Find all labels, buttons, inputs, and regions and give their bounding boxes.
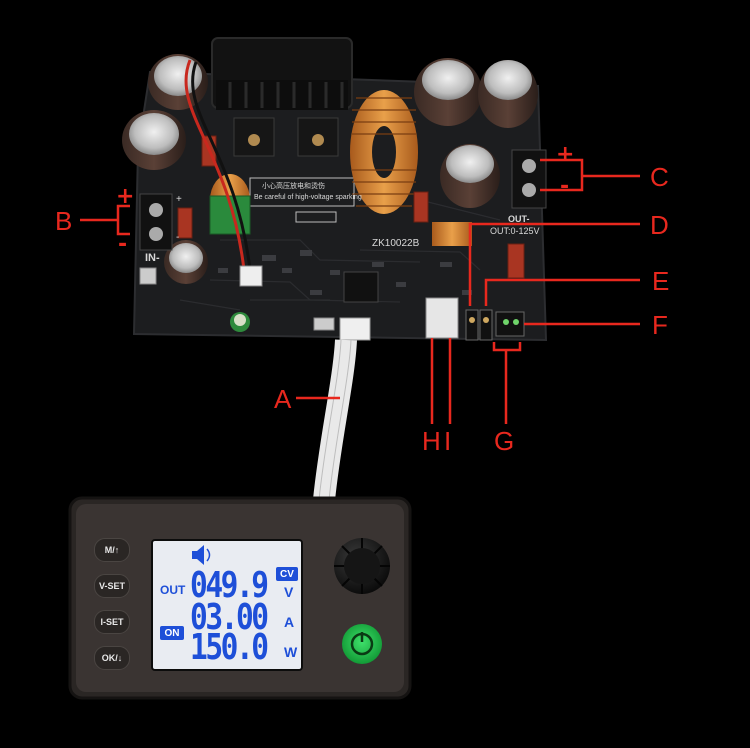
lcd-voltage-unit: V	[284, 584, 294, 600]
red-wire	[184, 59, 246, 271]
callout-C: C	[650, 162, 669, 192]
lcd-power-unit: W	[284, 644, 298, 660]
pcb-minus-marker: -	[176, 232, 180, 243]
capacitor-top-right-2	[478, 60, 538, 128]
warning-text-en: Be careful of high-voltage sparking	[254, 194, 362, 201]
lcd-power-readout: 150.0	[190, 627, 269, 668]
lcd-on-badge: ON	[160, 626, 184, 640]
mode-up-button[interactable]: M/↑	[94, 538, 130, 562]
callout-B: B	[55, 206, 73, 236]
lcd-voltage-readout: 049.9	[190, 565, 269, 606]
capacitor-green	[230, 312, 250, 332]
rotary-knob[interactable]	[334, 538, 390, 594]
callout-E: E	[652, 266, 670, 296]
callout-G: G	[494, 426, 515, 456]
lcd-cv-text: CV	[280, 568, 294, 580]
board-model: ZK10022B	[372, 238, 420, 249]
callout-H: H	[422, 426, 441, 456]
iset-button[interactable]: I-SET	[94, 610, 130, 634]
wire-connector	[239, 265, 263, 287]
lcd-cv-badge: CV	[276, 567, 298, 581]
warning-stripe	[295, 211, 337, 223]
ok-down-button[interactable]: OK/↓	[94, 646, 130, 670]
callout-lines	[80, 158, 640, 424]
callout-c-plus: +	[556, 142, 575, 167]
warning-label-box	[249, 177, 355, 207]
callout-b-minus: -	[118, 232, 128, 257]
lcd-on-text: ON	[164, 627, 180, 639]
toroid-inductor	[350, 90, 418, 214]
black-wire	[191, 61, 252, 271]
heatsink	[211, 37, 353, 157]
capacitor-top-left	[148, 54, 208, 110]
input-terminal	[139, 193, 173, 251]
lcd-screen	[151, 539, 303, 671]
speaker-icon	[192, 545, 211, 565]
callout-I: I	[444, 426, 452, 456]
callout-b-plus: +	[116, 184, 135, 209]
capacitor-right	[440, 144, 500, 208]
output-terminal	[511, 149, 547, 209]
power-button[interactable]	[342, 624, 382, 664]
ribbon-cable	[313, 317, 371, 502]
callout-A: A	[274, 384, 292, 414]
lcd-current-unit: A	[284, 614, 295, 630]
warning-text-cn: 小心高压放电和烫伤	[262, 182, 325, 190]
callout-F: F	[652, 310, 668, 340]
lcd-out-label: OUT	[160, 583, 186, 597]
capacitor-small-left	[164, 240, 208, 284]
board-output-range: OUT:0-125V	[490, 226, 540, 236]
capacitor-left	[122, 110, 186, 170]
bottom-connectors	[139, 267, 525, 341]
callout-c-minus: -	[560, 174, 570, 199]
board-input-label: IN-	[145, 252, 160, 264]
coil-D	[432, 222, 472, 246]
pcb-plus-marker: +	[176, 194, 182, 205]
lcd-current-readout: 03.00	[190, 597, 269, 638]
capacitor-top-right-1	[414, 58, 482, 126]
callout-D: D	[650, 210, 669, 240]
board-output-label: OUT-	[508, 214, 530, 224]
vset-button[interactable]: V-SET	[94, 574, 130, 598]
